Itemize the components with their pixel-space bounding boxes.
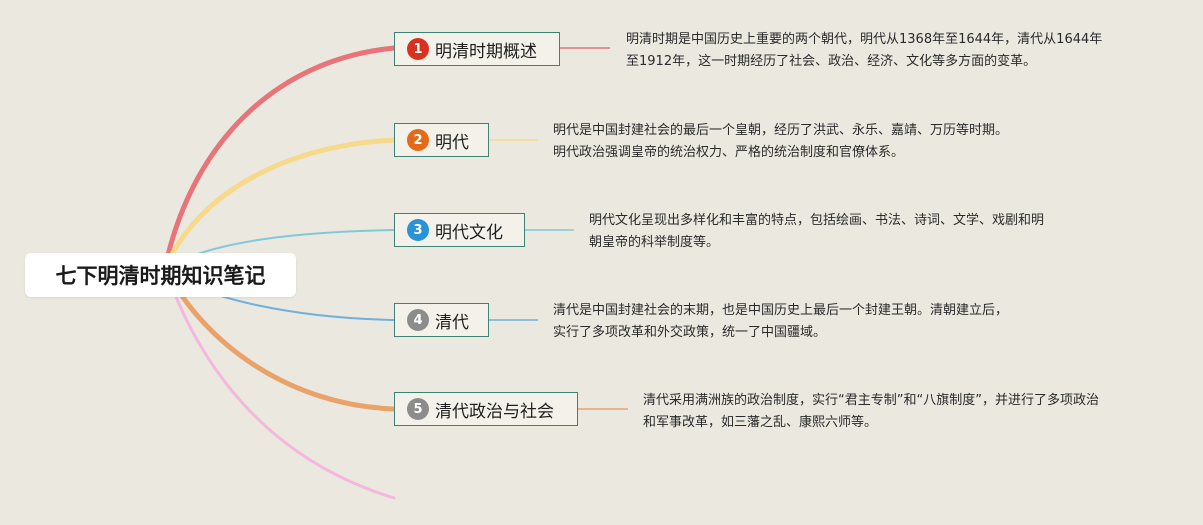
topic-description-1: 明清时期是中国历史上重要的两个朝代，明代从1368年至1644年，清代从1644… bbox=[626, 29, 1102, 73]
description-line: 实行了多项改革和外交政策，统一了中国疆域。 bbox=[553, 325, 827, 340]
description-line: 明清时期是中国历史上重要的两个朝代，明代从1368年至1644年，清代从1644… bbox=[626, 32, 1103, 47]
number-badge-5: 5 bbox=[407, 398, 429, 420]
topic-label-4: 清代 bbox=[435, 312, 469, 333]
description-line: 明代是中国封建社会的最后一个皇朝，经历了洪武、永乐、嘉靖、万历等时期。 bbox=[553, 123, 1009, 138]
topic-label-2: 明代 bbox=[435, 132, 469, 153]
description-line: 明代文化呈现出多样化和丰富的特点，包括绘画、书法、诗词、文学、戏剧和明 bbox=[589, 213, 1045, 228]
topic-label-3: 明代文化 bbox=[435, 222, 503, 243]
root-node[interactable]: 七下明清时期知识笔记 bbox=[25, 253, 296, 297]
description-line: 朝皇帝的科举制度等。 bbox=[589, 235, 720, 250]
branch-line-2 bbox=[162, 137, 397, 271]
topic-node-2[interactable]: 2 明代 bbox=[394, 123, 489, 157]
number-badge-3: 3 bbox=[407, 219, 429, 241]
description-line: 和军事改革，如三藩之乱、康熙六师等。 bbox=[643, 415, 878, 430]
topic-description-4: 清代是中国封建社会的末期，也是中国历史上最后一个封建王朝。清朝建立后， 实行了多… bbox=[553, 300, 1008, 344]
topic-node-1[interactable]: 1 明清时期概述 bbox=[394, 32, 560, 66]
description-line: 明代政治强调皇帝的统治权力、严格的统治制度和官僚体系。 bbox=[553, 145, 905, 160]
branch-line-1 bbox=[162, 45, 397, 271]
topic-label-1: 明清时期概述 bbox=[435, 41, 537, 62]
branch-line-empty bbox=[163, 266, 396, 500]
description-line: 清代是中国封建社会的末期，也是中国历史上最后一个封建王朝。清朝建立后， bbox=[553, 303, 1009, 318]
number-badge-2: 2 bbox=[407, 129, 429, 151]
number-badge-1: 1 bbox=[407, 38, 429, 60]
topic-description-3: 明代文化呈现出多样化和丰富的特点，包括绘画、书法、诗词、文学、戏剧和明 朝皇帝的… bbox=[589, 210, 1044, 254]
description-line: 清代采用满洲族的政治制度，实行“君主专制”和“八旗制度”，并进行了多项政治 bbox=[643, 393, 1099, 408]
number-badge-4: 4 bbox=[407, 309, 429, 331]
topic-node-5[interactable]: 5 清代政治与社会 bbox=[394, 392, 578, 426]
description-line: 至1912年，这一时期经历了社会、政治、经济、文化等多方面的变革。 bbox=[626, 54, 1037, 69]
topic-description-5: 清代采用满洲族的政治制度，实行“君主专制”和“八旗制度”，并进行了多项政治 和军… bbox=[643, 390, 1099, 434]
topic-node-3[interactable]: 3 明代文化 bbox=[394, 213, 525, 247]
topic-description-2: 明代是中国封建社会的最后一个皇朝，经历了洪武、永乐、嘉靖、万历等时期。 明代政治… bbox=[553, 120, 1008, 164]
topic-label-5: 清代政治与社会 bbox=[435, 401, 554, 422]
root-title: 七下明清时期知识笔记 bbox=[55, 264, 266, 288]
topic-node-4[interactable]: 4 清代 bbox=[394, 303, 489, 337]
